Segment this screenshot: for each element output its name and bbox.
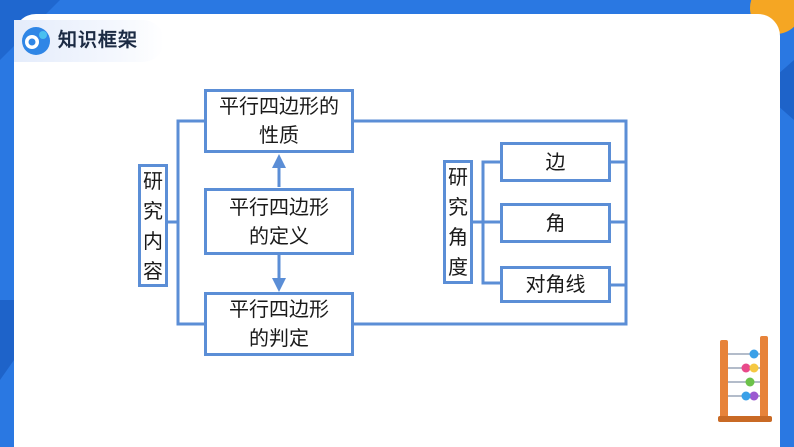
determination-line2: 的判定 — [249, 326, 309, 350]
diagonal-box: 对角线 — [500, 266, 611, 303]
label-char: 究 — [448, 195, 468, 219]
label-char: 究 — [143, 198, 163, 223]
research-angle-label: 研 究 角 度 — [443, 160, 473, 284]
definition-box: 平行四边形 的定义 — [204, 188, 354, 255]
angle-label: 角 — [545, 210, 566, 235]
label-char: 角 — [448, 225, 468, 249]
properties-box: 平行四边形的 性质 — [204, 89, 354, 153]
definition-line2: 的定义 — [249, 223, 309, 248]
section-title: 知识框架 — [58, 29, 139, 51]
research-content-label: 研 究 内 容 — [138, 164, 168, 287]
side-label: 边 — [545, 149, 566, 174]
label-char: 研 — [448, 165, 468, 189]
side-box: 边 — [500, 142, 611, 182]
determination-line1: 平行四边形 — [229, 297, 329, 321]
properties-line1: 平行四边形的 — [219, 94, 339, 118]
label-char: 度 — [448, 255, 468, 279]
label-char: 内 — [143, 228, 163, 253]
blue-swirl-logo-icon — [22, 27, 50, 55]
angle-box: 角 — [500, 203, 611, 243]
label-char: 容 — [143, 258, 163, 283]
determination-box: 平行四边形 的判定 — [204, 292, 354, 356]
abacus-icon — [718, 336, 772, 422]
diagonal-label: 对角线 — [525, 272, 586, 296]
properties-line2: 性质 — [259, 123, 299, 147]
label-char: 研 — [143, 168, 163, 193]
definition-line1: 平行四边形 — [229, 194, 329, 219]
